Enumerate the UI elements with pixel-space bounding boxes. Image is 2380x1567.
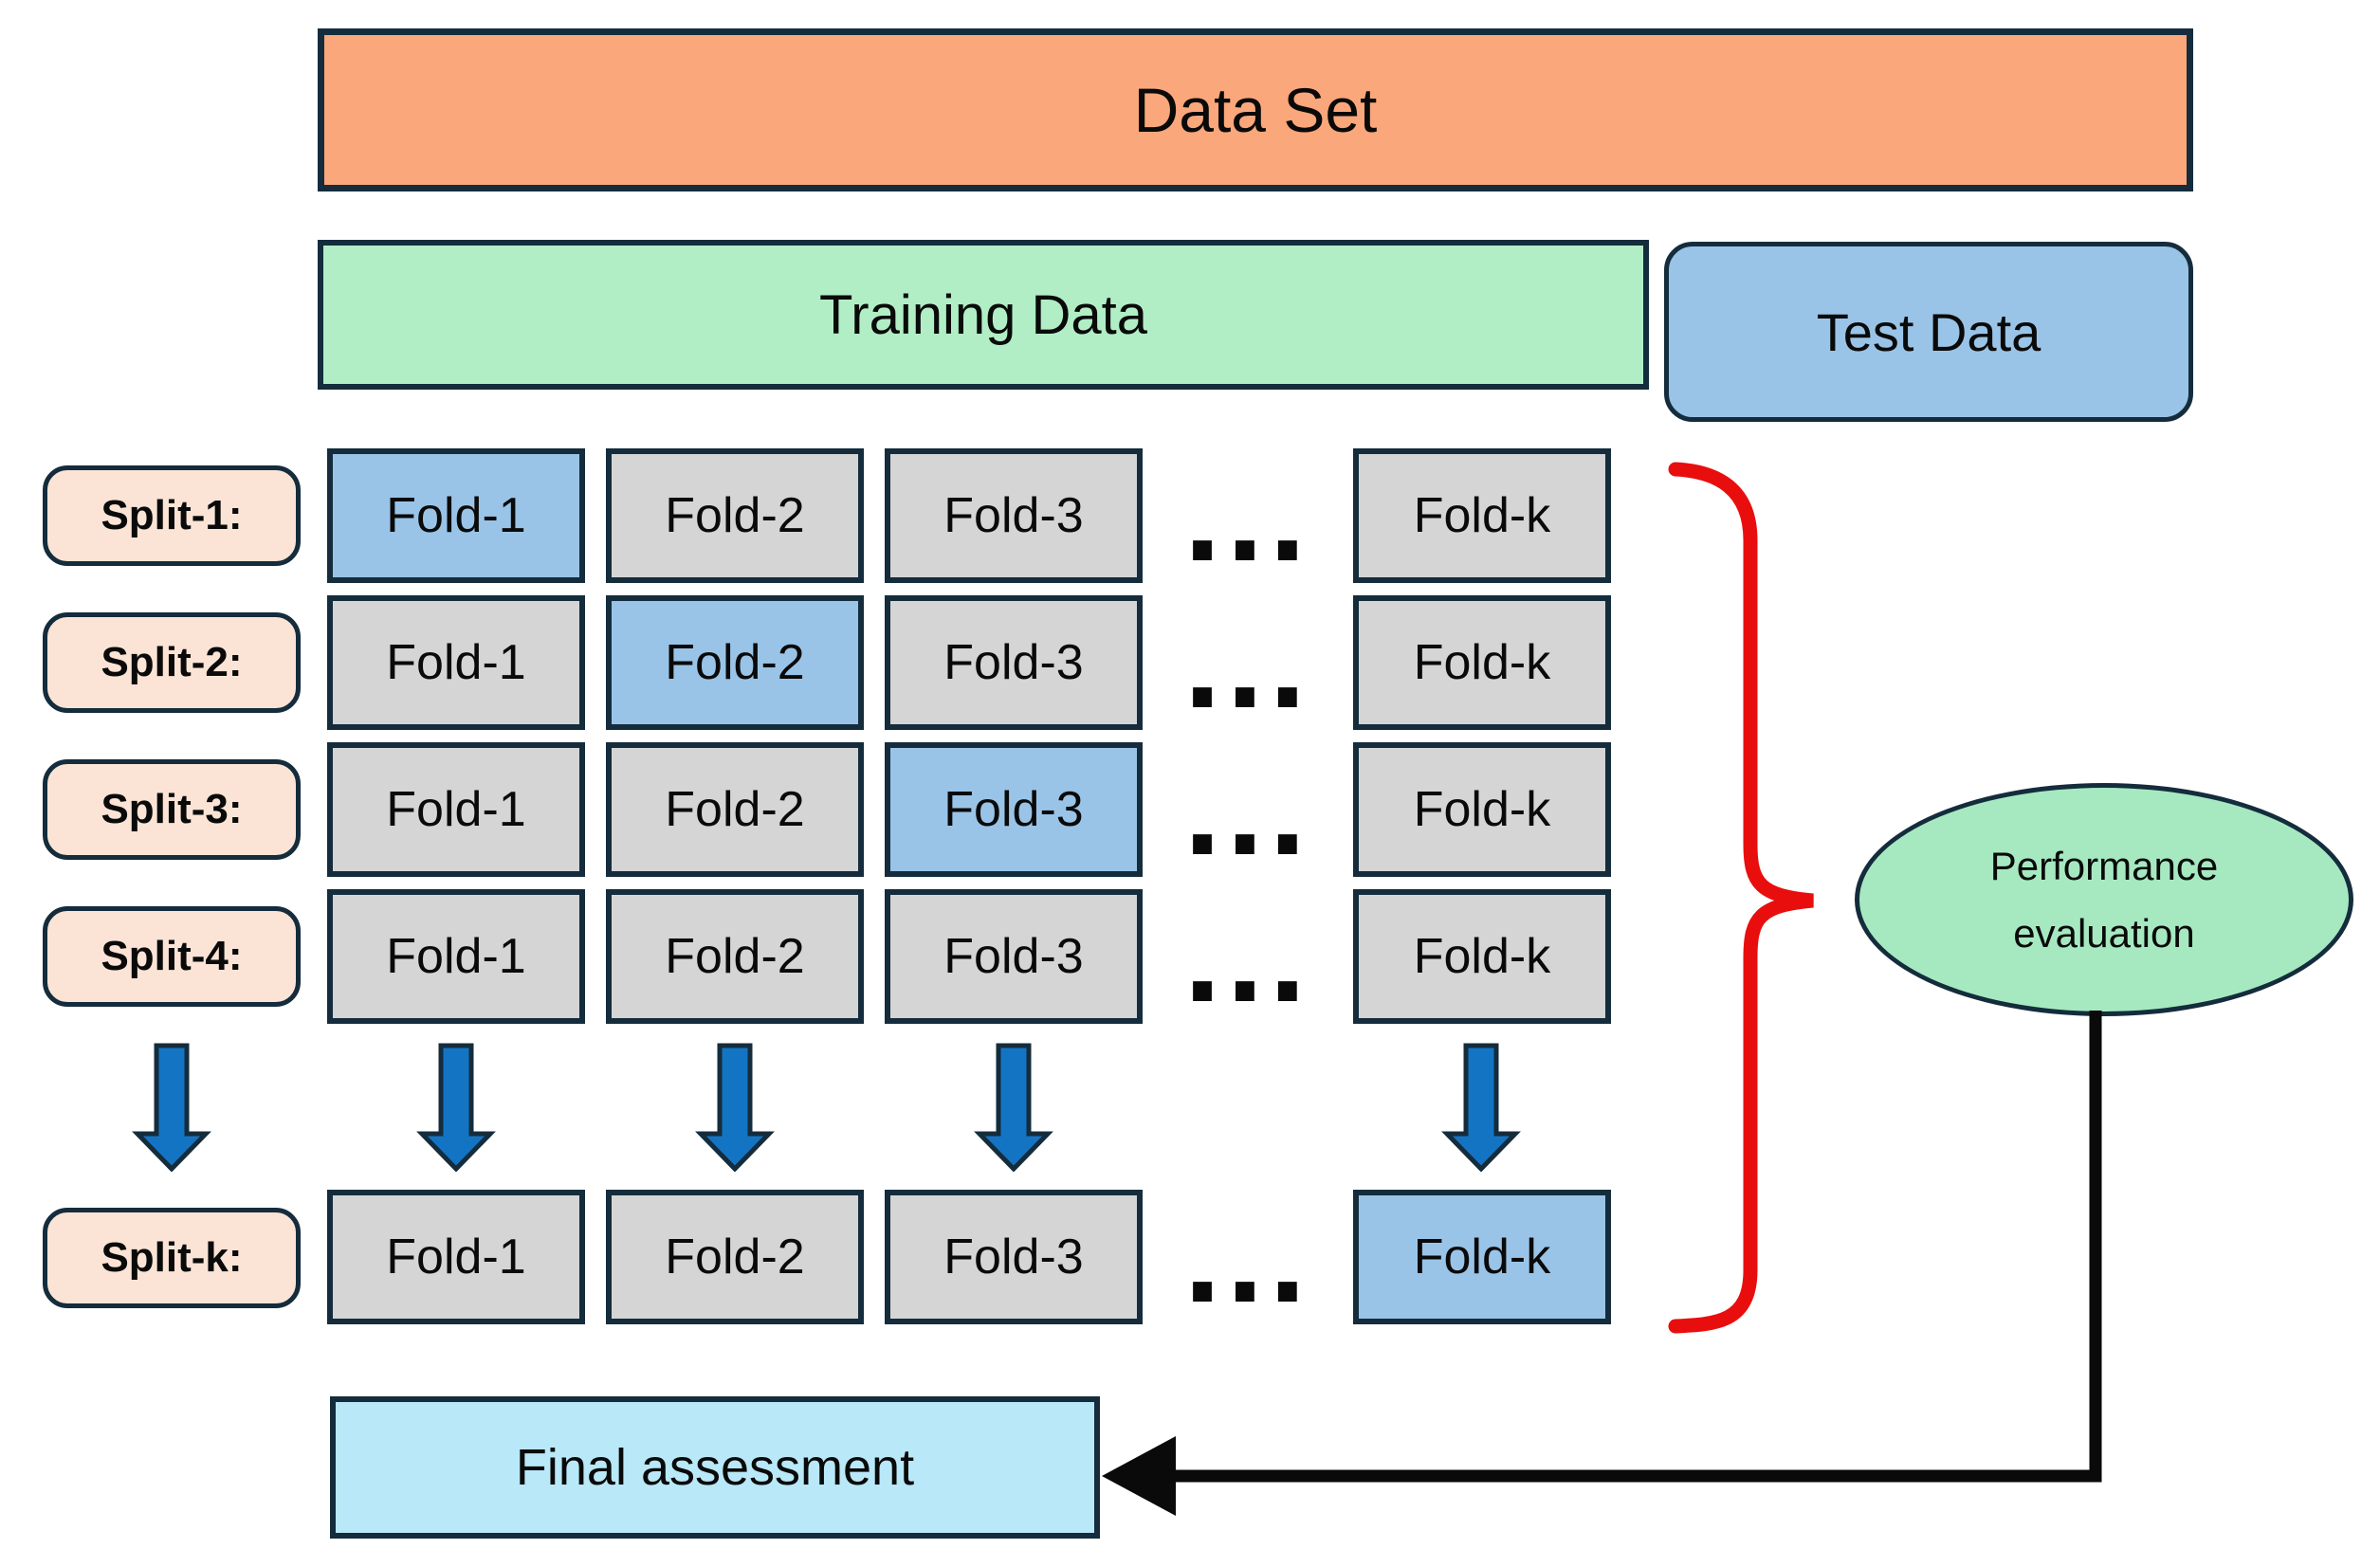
fold-cell: Fold-3 xyxy=(885,448,1143,583)
fold-cell: Fold-k xyxy=(1353,742,1611,877)
fold-cell: Fold-1 xyxy=(327,595,585,730)
ellipsis-dots: ... xyxy=(1183,440,1312,589)
split-label: Split-4: xyxy=(43,906,301,1007)
fold-cell: Fold-k xyxy=(1353,1190,1611,1324)
split-label: Split-k: xyxy=(43,1208,301,1308)
performance-line2: evaluation xyxy=(2013,911,2195,956)
curly-brace-icon xyxy=(1668,462,1814,1334)
fold-cell: Fold-k xyxy=(1353,448,1611,583)
performance-line1: Performance xyxy=(1989,843,2219,888)
fold-cell: Fold-2 xyxy=(606,742,864,877)
fold-cell: Fold-k xyxy=(1353,889,1611,1024)
training-data-box: Training Data xyxy=(318,240,1649,390)
down-arrow-icon xyxy=(695,1043,775,1172)
fold-cell: Fold-1 xyxy=(327,1190,585,1324)
fold-cell: Fold-k xyxy=(1353,595,1611,730)
performance-evaluation-ellipse: Performance evaluation xyxy=(1855,783,2353,1016)
ellipsis-dots: ... xyxy=(1183,587,1312,736)
fold-cell: Fold-3 xyxy=(885,1190,1143,1324)
fold-cell: Fold-2 xyxy=(606,448,864,583)
fold-cell: Fold-1 xyxy=(327,889,585,1024)
dataset-box: Data Set xyxy=(318,28,2193,191)
split-label: Split-3: xyxy=(43,759,301,860)
final-assessment-box: Final assessment xyxy=(330,1396,1100,1539)
down-arrow-icon xyxy=(974,1043,1053,1172)
connector-arrow-icon xyxy=(1102,1011,2102,1516)
split-label: Split-2: xyxy=(43,612,301,713)
fold-cell: Fold-2 xyxy=(606,889,864,1024)
fold-cell: Fold-1 xyxy=(327,448,585,583)
fold-cell: Fold-2 xyxy=(606,595,864,730)
down-arrow-icon xyxy=(132,1043,211,1172)
ellipsis-dots: ... xyxy=(1183,734,1312,883)
fold-cell: Fold-2 xyxy=(606,1190,864,1324)
down-arrow-icon xyxy=(416,1043,496,1172)
fold-cell: Fold-1 xyxy=(327,742,585,877)
fold-cell: Fold-3 xyxy=(885,889,1143,1024)
ellipsis-dots: ... xyxy=(1183,881,1312,1029)
fold-cell: Fold-3 xyxy=(885,742,1143,877)
down-arrow-icon xyxy=(1441,1043,1521,1172)
test-data-box: Test Data xyxy=(1664,242,2193,422)
split-label: Split-1: xyxy=(43,465,301,566)
ellipsis-dots: ... xyxy=(1183,1181,1312,1330)
fold-cell: Fold-3 xyxy=(885,595,1143,730)
